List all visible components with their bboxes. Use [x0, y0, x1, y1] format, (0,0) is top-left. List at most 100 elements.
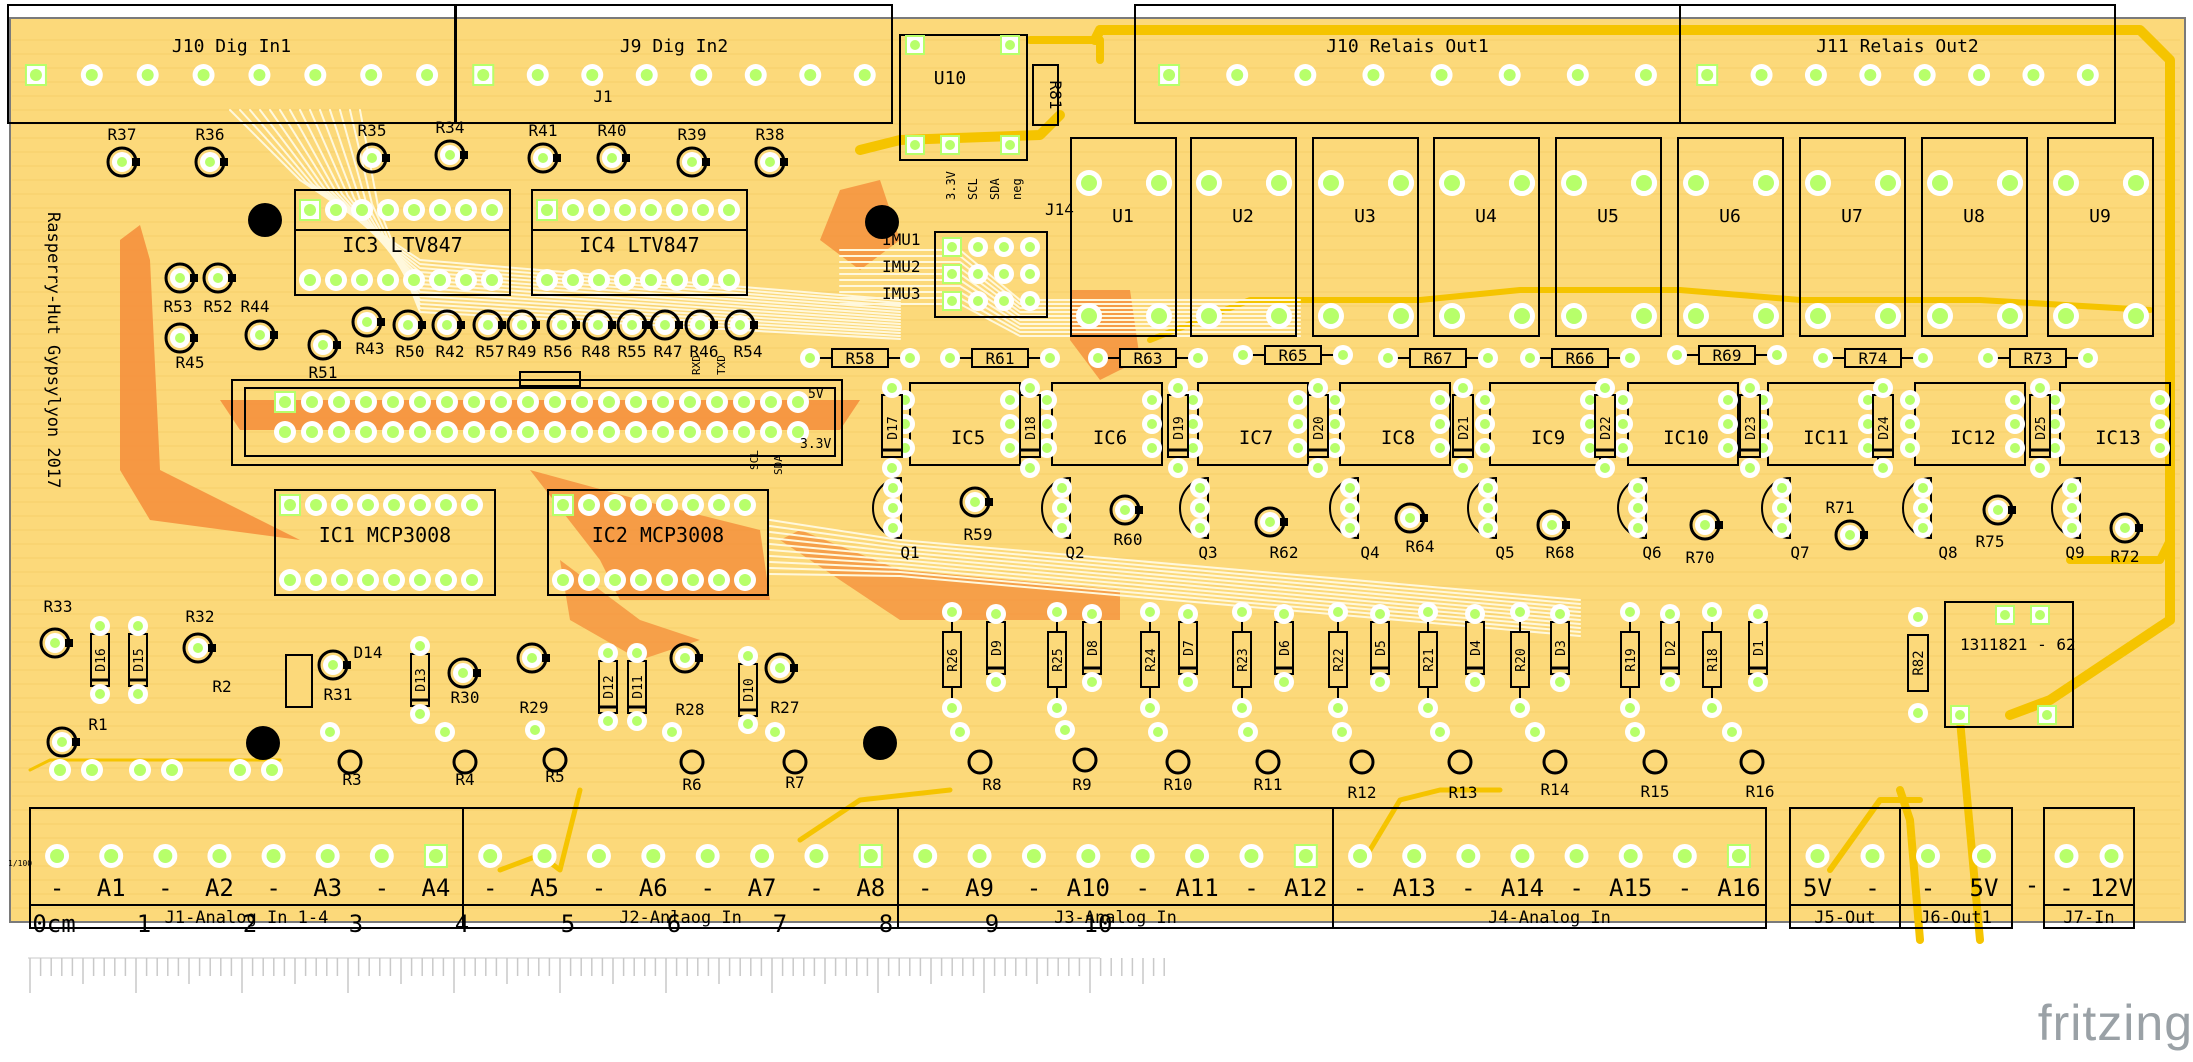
pad [1293, 395, 1303, 405]
connector-pin-label: A12 [1284, 874, 1327, 902]
pad [576, 396, 588, 408]
pad [382, 204, 394, 216]
pad [1375, 609, 1385, 619]
resistor-label: R58 [846, 349, 875, 368]
top-header-outline [455, 4, 893, 124]
pad [888, 483, 898, 493]
resistor-body [1140, 631, 1160, 688]
gpio-label: SDA [772, 455, 785, 475]
resistor-pin-marker [2135, 524, 2143, 532]
pad [1279, 609, 1289, 619]
pad [695, 320, 705, 330]
pad [711, 396, 723, 408]
pad [999, 296, 1009, 306]
gpio-key [519, 371, 581, 387]
signal-trace [329, 109, 901, 331]
pad [1345, 503, 1355, 513]
pad [387, 396, 399, 408]
bottom-copper-pour [120, 225, 300, 540]
resistor-label: R44 [241, 297, 270, 316]
pad [1271, 175, 1287, 191]
pad [1845, 530, 1855, 540]
resistor-body [971, 348, 1029, 368]
pad [970, 497, 980, 507]
diode-label: D7 [1182, 640, 1197, 656]
pad [1237, 703, 1247, 713]
ruler-label: 6 [667, 910, 681, 938]
resistor-label: R33 [44, 597, 73, 616]
pad [2083, 353, 2093, 363]
resistor-label: R35 [358, 121, 387, 140]
pad [635, 574, 647, 586]
pad [1723, 419, 1733, 429]
pad [713, 574, 725, 586]
pad [887, 383, 897, 393]
pad [57, 737, 67, 747]
resistor-label: R13 [1449, 783, 1478, 802]
pad [2128, 175, 2144, 191]
pad [687, 157, 697, 167]
pad [356, 204, 368, 216]
pad [657, 426, 669, 438]
pad [1755, 69, 1768, 81]
resistor-label: R40 [598, 121, 627, 140]
resistor-label: R14 [1541, 780, 1570, 799]
pad [1723, 395, 1733, 405]
resistor-label: R68 [1546, 543, 1575, 562]
resistor-label: R20 [1514, 648, 1529, 671]
gpio-label: 5V [808, 387, 824, 402]
pad [414, 574, 426, 586]
pad [1345, 483, 1355, 493]
pad [1201, 308, 1217, 324]
r81-label: R81 [1046, 81, 1065, 110]
resistor-pin-marker [457, 321, 465, 329]
pad [1600, 463, 1610, 473]
pad [134, 764, 146, 776]
pad [1193, 353, 1203, 363]
pad [593, 320, 603, 330]
pad [991, 609, 1001, 619]
resistor-body [1047, 631, 1067, 688]
diode-label: D13 [414, 668, 429, 691]
resistor-outline [1542, 749, 1568, 775]
pad [1525, 353, 1535, 363]
resistor-pin-marker [1280, 518, 1288, 526]
pad [522, 396, 534, 408]
pad [1665, 677, 1675, 687]
transistor-label: Q8 [1938, 543, 1957, 562]
resistor-label: R73 [2024, 349, 2053, 368]
driver-ic-label: IC8 [1381, 427, 1415, 449]
resistor-label: R59 [964, 525, 993, 544]
pad [1188, 395, 1198, 405]
pad [1345, 523, 1355, 533]
pad [1093, 353, 1103, 363]
pad [1905, 419, 1915, 429]
resistor-pin-marker [2008, 506, 2016, 514]
pad [1244, 849, 1259, 863]
ruler-label: 8 [879, 910, 893, 938]
pad [2067, 483, 2077, 493]
gpio-label: 3.3V [800, 437, 831, 452]
resistor-label: R69 [1713, 346, 1742, 365]
pad [1435, 443, 1445, 453]
connector-pin-label: A3 [313, 874, 342, 902]
connector-pin-label: - [1678, 874, 1692, 902]
pad [517, 320, 527, 330]
copper-trace [28, 758, 282, 772]
resistor-pin-marker [473, 669, 481, 677]
pad [428, 849, 443, 863]
pad [749, 69, 762, 81]
connector-pin-label: - [592, 874, 606, 902]
connector-label: J7-In [2063, 908, 2114, 928]
pad [1993, 505, 2003, 515]
pad [1665, 609, 1675, 619]
r81-outline [1032, 64, 1059, 126]
connector-pin-label: 12V [2090, 874, 2133, 902]
pad [887, 463, 897, 473]
pad [1758, 175, 1774, 191]
imu-pin-label: SDA [988, 178, 1002, 200]
pad [306, 396, 318, 408]
pad [770, 727, 780, 737]
pad [697, 274, 709, 286]
pad [910, 40, 920, 50]
